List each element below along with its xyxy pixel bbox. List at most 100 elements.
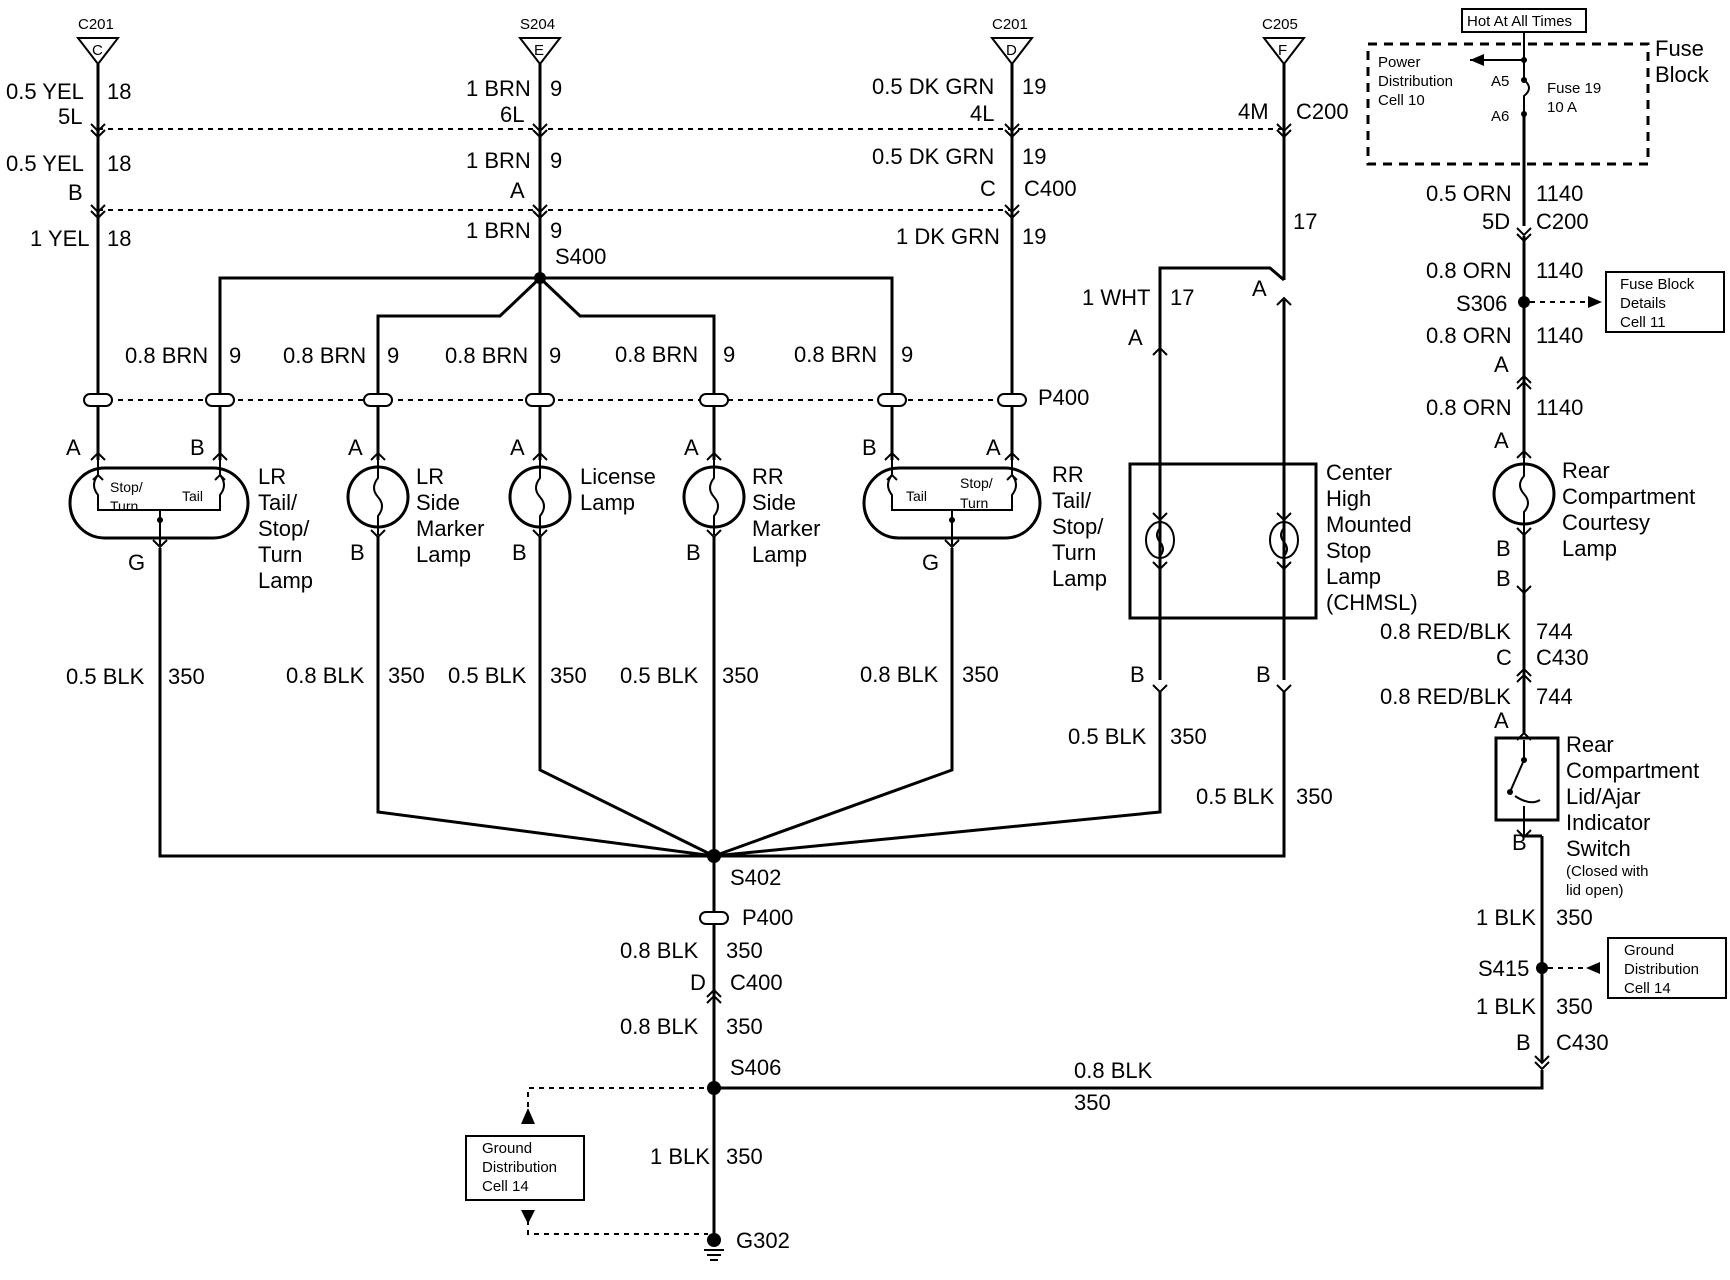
wire-brn-9: 1 BRN 9 6L 1 BRN 9 A 1 BRN 9 S400 xyxy=(466,64,606,398)
splice-label: S306 xyxy=(1456,291,1507,316)
lamp-label: Marker xyxy=(416,516,484,541)
pin-label: C xyxy=(1496,645,1512,670)
connector-label: C200 xyxy=(1536,209,1589,234)
circuit-number: 350 xyxy=(1170,724,1207,749)
pin-label: A xyxy=(684,435,699,460)
circuit-number: 350 xyxy=(722,663,759,688)
lamp-label: Lamp xyxy=(752,542,807,567)
connector-pin: F xyxy=(1278,42,1287,59)
fuse-block-details-label: Fuse Block xyxy=(1620,276,1695,293)
splice-s306-dot xyxy=(1518,296,1530,308)
pin-label: A xyxy=(1494,428,1509,453)
pin-label: B xyxy=(350,540,365,565)
chmsl-label: (CHMSL) xyxy=(1326,590,1418,615)
arrow-down-icon xyxy=(521,1210,535,1224)
lamp-label: Turn xyxy=(258,542,302,567)
circuit-number: 350 xyxy=(726,938,763,963)
pin-label: A xyxy=(510,178,525,203)
lamp-label: Stop/ xyxy=(1052,514,1104,539)
pin-label: G xyxy=(922,550,939,575)
circuit-number: 744 xyxy=(1536,619,1573,644)
circuit-number: 9 xyxy=(550,76,562,101)
ground-distribution-label: Ground xyxy=(1624,942,1674,959)
lamp-inner-label: Turn xyxy=(110,498,138,514)
circuit-number: 18 xyxy=(107,226,131,251)
lamp-label: LR xyxy=(416,464,444,489)
circuit-number: 19 xyxy=(1022,224,1046,249)
circuit-number: 350 xyxy=(388,663,425,688)
circuit-number: 19 xyxy=(1022,144,1046,169)
ground-distribution-label: Cell 14 xyxy=(1624,980,1671,997)
lamp-label: Lamp xyxy=(580,490,635,515)
wire-label: 0.5 DK GRN xyxy=(872,144,994,169)
lamp-inner-label: Turn xyxy=(960,495,988,511)
circuit-number: 350 xyxy=(1296,784,1333,809)
power-distribution-label-2: Distribution xyxy=(1378,73,1453,90)
wire-label: 1 WHT xyxy=(1082,285,1150,310)
pin-label: B xyxy=(1496,566,1511,591)
wire-label: 0.8 BLK xyxy=(620,1014,699,1039)
circuit-number: 350 xyxy=(1556,994,1593,1019)
lamp-label: RR xyxy=(752,464,784,489)
chmsl-lamp: 1 WHT 17 A A Center High Mounted Stop La… xyxy=(1068,266,1418,809)
arrow-right-icon xyxy=(1588,296,1602,308)
rr-side-marker-lamp: A B RR Side Marker Lamp xyxy=(682,435,820,567)
lamp-inner-label: Tail xyxy=(906,488,927,504)
circuit-number: 1140 xyxy=(1536,181,1583,206)
pin-label: 5D xyxy=(1482,209,1510,234)
fuse-block-title-2: Block xyxy=(1655,62,1710,87)
fuse-block: Hot At All Times Fuse Block Power Distri… xyxy=(1366,8,1710,166)
wire-label: 0.5 BLK xyxy=(1196,784,1275,809)
lamp-label: Stop/ xyxy=(258,516,310,541)
lamp-label: Side xyxy=(416,490,460,515)
wire-label: 0.8 ORN xyxy=(1426,323,1512,348)
hot-at-all-times-label: Hot At All Times xyxy=(1467,13,1572,30)
lamp-label: Turn xyxy=(1052,540,1096,565)
wire-label: 0.5 DK GRN xyxy=(872,74,994,99)
connector-pin: C xyxy=(92,42,103,59)
top-connector-c201-c: C201 C xyxy=(75,16,121,66)
switch-note: (Closed with xyxy=(1566,863,1649,880)
fuse-rating-label: 10 A xyxy=(1547,99,1577,116)
circuit-number: 9 xyxy=(387,343,399,368)
pin-label: A xyxy=(348,435,363,460)
pin-label: A xyxy=(510,435,525,460)
wire-label: 1 BLK xyxy=(650,1144,710,1169)
pin-label: C xyxy=(980,176,996,201)
courtesy-lamp-label: Rear xyxy=(1562,458,1610,483)
arrow-up-icon xyxy=(521,1108,535,1124)
wire-label: 0.8 BRN xyxy=(615,342,698,367)
lamp-label: Lamp xyxy=(416,542,471,567)
pin-label: B xyxy=(862,435,877,460)
ground-distribution-label: Distribution xyxy=(1624,961,1699,978)
pin-label: B xyxy=(1512,830,1527,855)
wire-label: 0.5 YEL xyxy=(6,79,84,104)
ground-distribution-label: Cell 14 xyxy=(482,1178,529,1195)
lr-tail-stop-turn-lamp: A B Stop/ Turn Tail G LR Tail/ Stop/ Tur… xyxy=(66,435,313,593)
arrow-left-icon xyxy=(1470,54,1484,66)
ground-label: G302 xyxy=(736,1228,790,1253)
courtesy-lamp-label: Courtesy xyxy=(1562,510,1650,535)
pin-label: B xyxy=(1130,662,1145,687)
connector-ref: C201 xyxy=(992,16,1028,33)
fuse-19-label: Fuse 19 xyxy=(1547,80,1601,97)
top-connector-s204-e: S204 E xyxy=(517,16,563,66)
p400-label: P400 xyxy=(742,905,793,930)
lamp-label: Lamp xyxy=(1052,566,1107,591)
connector-label: C430 xyxy=(1536,645,1589,670)
circuit-number: 1140 xyxy=(1536,323,1583,348)
power-distribution-label: Power xyxy=(1378,54,1421,71)
chmsl-label: Lamp xyxy=(1326,564,1381,589)
pin-label: A xyxy=(1494,352,1509,377)
wire-label: 1 DK GRN xyxy=(896,224,1000,249)
lr-side-marker-lamp: A B LR Side Marker Lamp xyxy=(346,435,484,567)
connector-label: C400 xyxy=(1024,176,1077,201)
wire-17: 4M C200 17 xyxy=(1238,64,1349,280)
circuit-number: 350 xyxy=(962,662,999,687)
chmsl-label: Center xyxy=(1326,460,1392,485)
circuit-number: 9 xyxy=(723,342,735,367)
circuit-number: 744 xyxy=(1536,684,1573,709)
switch-label: Lid/Ajar xyxy=(1566,784,1641,809)
ground-distribution-label: Distribution xyxy=(482,1159,557,1176)
pin-label: B xyxy=(1496,536,1511,561)
